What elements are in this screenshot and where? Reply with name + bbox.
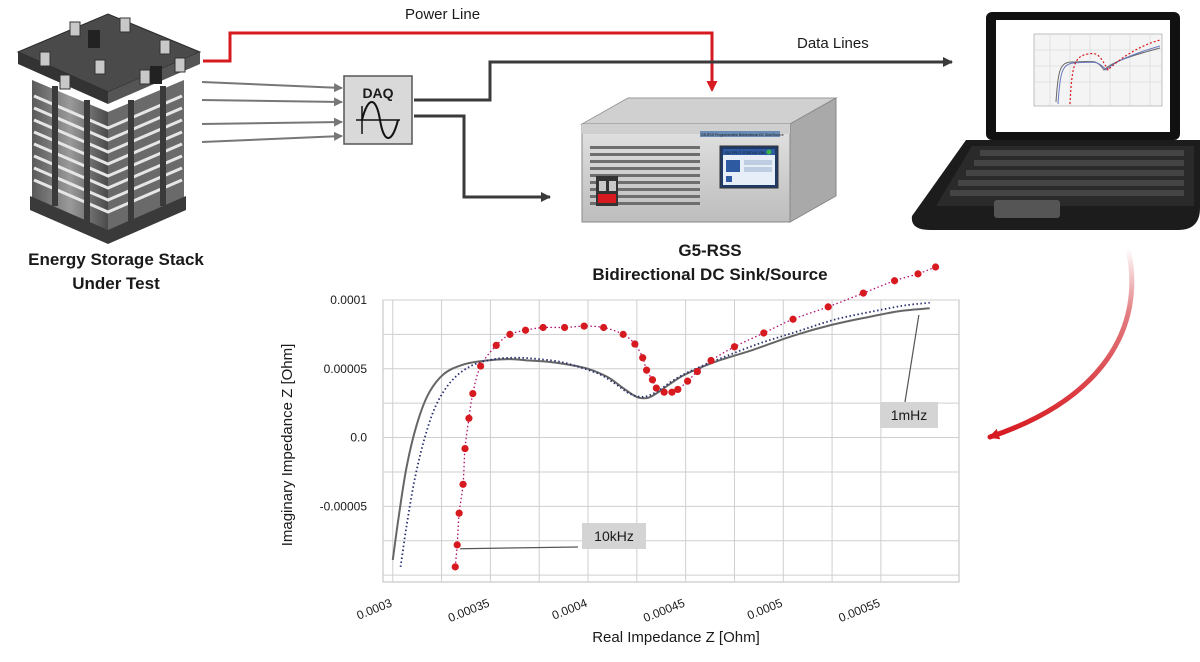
data-point (931, 263, 940, 271)
chart-annotations: 10kHz 1mHz (460, 314, 938, 550)
data-point (451, 563, 459, 571)
data-point (674, 385, 682, 394)
x-tick-label: 0.00035 (446, 596, 492, 625)
series-line-fit-solid (391, 307, 930, 561)
data-point (648, 376, 657, 384)
device-description-label: Bidirectional DC Sink/Source (592, 265, 827, 284)
laptop-screen-mini-chart (1033, 33, 1163, 107)
data-lines-label: Data Lines (797, 35, 869, 52)
callout-box-10khz (582, 523, 646, 549)
device-panel-text: G5-RSS Programmable Bidirectional DC Sin… (701, 133, 784, 137)
chart-markers (451, 263, 940, 571)
data-point (619, 330, 627, 338)
stack-title-line1: Energy Storage Stack (28, 250, 204, 269)
callout-leader-10khz (460, 546, 579, 550)
data-point (760, 329, 768, 337)
data-point (506, 330, 514, 338)
sensor-lines (201, 81, 343, 143)
data-point (824, 303, 832, 311)
data-point (660, 388, 668, 396)
data-point (477, 362, 485, 370)
data-point (914, 270, 922, 278)
data-point (539, 323, 547, 332)
y-tick-label: 0.0 (350, 431, 367, 445)
daq-box: DAQ (343, 75, 413, 145)
y-tick-label: 0.0001 (330, 293, 367, 307)
x-tick-label: 0.0005 (745, 596, 785, 623)
y-tick-label: 0.00005 (324, 362, 368, 376)
data-point (461, 444, 469, 453)
series-line-fit-dotted (399, 301, 930, 567)
energy-storage-stack-illustration (16, 13, 202, 244)
data-point (890, 277, 899, 285)
data-point (560, 323, 569, 332)
data-point (459, 480, 467, 488)
chart-plot-area (382, 299, 960, 583)
data-point (492, 341, 500, 349)
chart-y-ticks: 0.0001 0.00005 0.0 -0.00005 (320, 293, 368, 513)
chart-y-axis-label: Imaginary Impedance Z [Ohm] (279, 344, 296, 547)
data-point (521, 326, 530, 334)
x-tick-label: 0.00045 (641, 596, 687, 625)
data-point (453, 541, 461, 549)
data-point (642, 366, 651, 374)
data-point (465, 414, 473, 422)
g5-rss-device-illustration: G5-RSS Programmable Bidirectional DC Sin… (580, 97, 838, 223)
data-point (639, 354, 647, 362)
data-point (631, 340, 639, 348)
device-model-label: G5-RSS (678, 241, 741, 260)
callout-leader-1mhz (904, 314, 920, 403)
stack-title-line2: Under Test (72, 274, 160, 293)
data-point (652, 384, 660, 392)
callout-text-1mhz: 1mHz (891, 407, 928, 423)
x-tick-label: 0.00055 (837, 596, 883, 625)
data-point (683, 377, 692, 385)
data-point (580, 322, 588, 330)
data-point (668, 388, 676, 396)
data-line-to-laptop (414, 57, 953, 102)
data-point (859, 289, 867, 297)
data-point (469, 389, 477, 398)
data-point (789, 315, 797, 323)
x-tick-label: 0.0004 (550, 596, 590, 623)
x-tick-label: 0.0003 (355, 596, 395, 623)
display-arrow (987, 245, 1135, 440)
power-line-label: Power Line (405, 6, 480, 23)
data-point (693, 367, 701, 376)
device-screen-text: OUTPUT STATUS ON (725, 150, 765, 155)
sine-wave-icon (356, 101, 400, 139)
data-point (600, 323, 608, 332)
power-line (203, 31, 718, 92)
data-point (455, 509, 463, 517)
chart-x-ticks: 0.0003 0.00035 0.0004 0.00045 0.0005 0.00055 (355, 596, 883, 625)
callout-box-1mhz (880, 402, 938, 428)
device-vent-grille (590, 146, 700, 205)
data-point (730, 343, 739, 351)
device-screen: OUTPUT STATUS ON (719, 145, 779, 189)
chart-x-axis-label: Real Impedance Z [Ohm] (592, 629, 760, 646)
laptop-keyboard (950, 150, 1184, 196)
daq-label: DAQ (362, 85, 393, 101)
callout-text-10khz: 10kHz (594, 528, 634, 544)
laptop-illustration (911, 12, 1200, 230)
y-tick-label: -0.00005 (320, 499, 368, 513)
data-point (707, 356, 715, 365)
data-line-to-device (414, 114, 551, 202)
